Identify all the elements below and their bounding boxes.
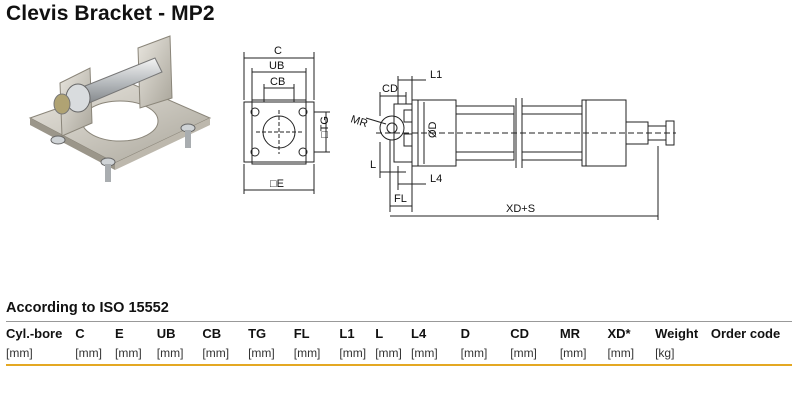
dim-label-cb: CB xyxy=(270,76,285,88)
col-header-cyl-bore: Cyl.-bore xyxy=(6,325,63,341)
unit-cb: [mm] xyxy=(202,346,230,360)
col-header-d: D xyxy=(460,325,471,341)
dim-label-cd: CD xyxy=(382,83,398,95)
unit-tg: [mm] xyxy=(248,346,275,360)
unit-l4: [mm] xyxy=(411,346,438,360)
unit-d: [mm] xyxy=(460,346,488,360)
dim-label-tg: □TG xyxy=(319,116,331,138)
spec-table: Cyl.-bore C E UB CB TG FL L1 L L4 D CD M… xyxy=(6,323,800,363)
unit-l1: [mm] xyxy=(339,346,367,360)
col-header-fl: FL xyxy=(293,325,310,341)
product-photo xyxy=(28,35,212,182)
dim-label-ub: UB xyxy=(269,60,284,72)
dim-label-mr: MR xyxy=(349,113,369,130)
col-header-tg: TG xyxy=(248,325,267,341)
table-header-row: Cyl.-bore C E UB CB TG FL L1 L L4 D CD M… xyxy=(6,323,800,343)
dim-label-e: □E xyxy=(270,178,284,190)
table-bottom-rule xyxy=(6,364,792,366)
dim-label-xds: XD+S xyxy=(506,203,535,215)
dim-label-l: L xyxy=(370,159,376,171)
col-header-weight: Weight xyxy=(655,325,699,341)
unit-xd: [mm] xyxy=(607,346,635,360)
col-header-ub: UB xyxy=(156,325,176,341)
section-title: According to ISO 15552 xyxy=(6,300,169,316)
dim-label-c: C xyxy=(274,45,282,57)
col-header-c: C xyxy=(75,325,85,341)
page-title: Clevis Bracket - MP2 xyxy=(6,2,215,25)
dim-label-l1: L1 xyxy=(430,69,442,81)
col-header-l1: L1 xyxy=(339,325,355,341)
table-units-row: [mm] [mm] [mm] [mm] [mm] [mm] [mm] [mm] … xyxy=(6,343,800,363)
unit-e: [mm] xyxy=(115,346,142,360)
col-header-cb: CB xyxy=(202,325,222,341)
dim-label-fl: FL xyxy=(394,193,407,205)
col-header-e: E xyxy=(115,325,124,341)
unit-weight: [kg] xyxy=(655,346,675,360)
col-header-xd: XD* xyxy=(607,325,631,341)
col-header-l: L xyxy=(375,325,384,341)
col-header-order-code: Order code xyxy=(710,325,781,341)
unit-ub: [mm] xyxy=(156,346,184,360)
unit-mr: [mm] xyxy=(559,346,587,360)
table-top-rule xyxy=(6,321,792,322)
col-header-l4: L4 xyxy=(411,325,427,341)
unit-fl: [mm] xyxy=(293,346,321,360)
col-header-mr: MR xyxy=(559,325,581,341)
dim-label-d: ØD xyxy=(427,121,439,138)
unit-cd: [mm] xyxy=(510,346,537,360)
unit-c: [mm] xyxy=(75,346,102,360)
front-view-drawing: C UB CB □TG □E xyxy=(243,45,331,194)
side-view-drawing: CD L1 MR ØD L L4 FL XD+S xyxy=(349,69,676,220)
col-header-cd: CD xyxy=(510,325,530,341)
dim-label-l4: L4 xyxy=(430,173,442,185)
unit-cyl-bore: [mm] xyxy=(6,346,33,360)
unit-order-code xyxy=(711,343,800,363)
unit-l: [mm] xyxy=(375,346,402,360)
